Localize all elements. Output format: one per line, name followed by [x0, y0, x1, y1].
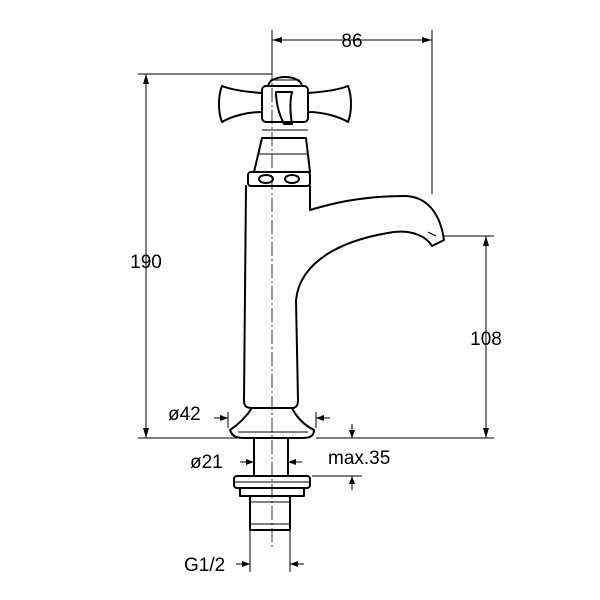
dim-width: 86 [271, 30, 433, 194]
dim-max-thickness-label: max.35 [328, 448, 390, 469]
dim-height-label: 190 [130, 252, 162, 273]
thread-tail [249, 495, 291, 531]
bonnet [253, 137, 311, 173]
nut-band [247, 171, 311, 187]
dim-height: 190 [130, 73, 272, 439]
dim-shank-diameter-label: ø21 [190, 452, 223, 473]
dim-base-diameter-label: ø42 [168, 404, 201, 425]
handle-left-arm [218, 85, 263, 123]
dim-thread: G1/2 [184, 530, 304, 576]
nut-hole-left [258, 174, 274, 184]
dim-base-diameter: ø42 [168, 404, 330, 428]
base-flange [229, 407, 315, 439]
nut-hole-right [284, 174, 300, 184]
handle-cap [267, 76, 303, 87]
dim-width-label: 86 [341, 31, 362, 52]
dim-spout-height: 108 [316, 235, 502, 439]
dim-thread-label: G1/2 [184, 555, 225, 576]
tap-outline [218, 66, 445, 548]
handle-right-arm [307, 85, 352, 123]
dim-spout-height-label: 108 [470, 329, 502, 350]
dim-max-thickness: max.35 [312, 424, 390, 490]
dim-shank-diameter: ø21 [190, 452, 302, 473]
column-and-spout [243, 185, 445, 409]
